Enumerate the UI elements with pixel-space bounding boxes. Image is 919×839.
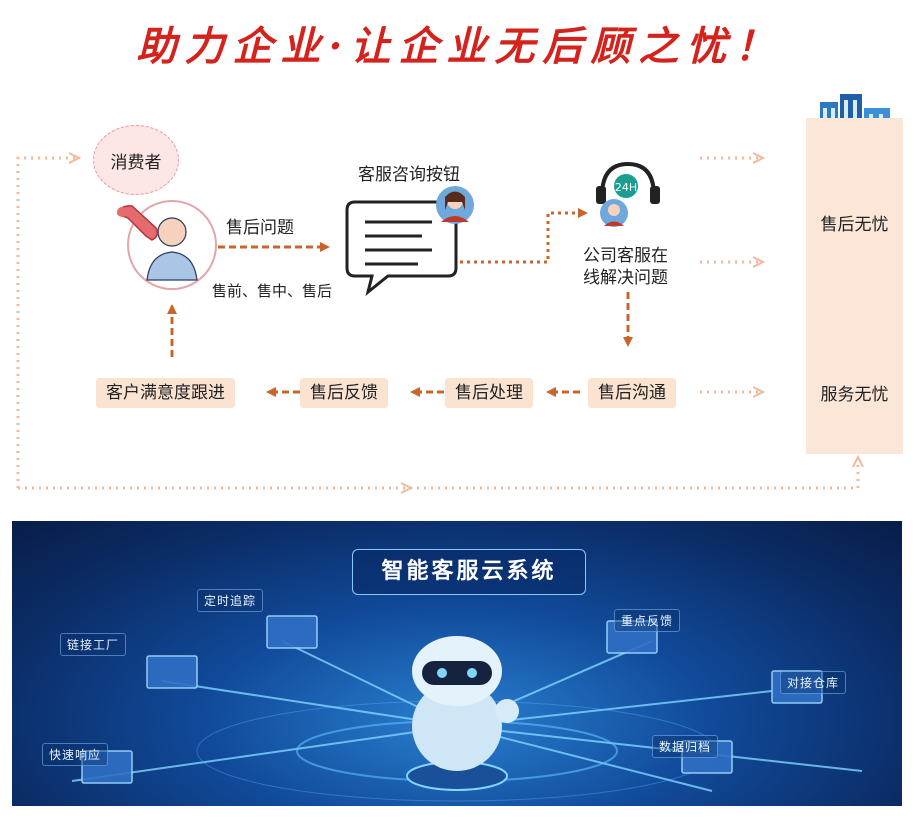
outer-loop-left [16,158,78,488]
panel-label-service: 服务无忧 [820,385,889,405]
laptop-icon [81,615,823,784]
tag-key-feedback: 重点反馈 [614,609,681,632]
consumer-label: 消费者 [110,153,162,173]
page-title: 助力企业·让企业无后顾之忧！ [136,23,783,70]
tag-quick-response: 快速响应 [42,743,109,766]
online-support-line2: 线解决问题 [583,268,668,288]
stages-label: 售前、售中、售后 [212,282,333,300]
badge-24h: 24H [615,181,637,194]
banner-title: 智能客服云系统 [352,549,586,595]
agent-avatar-icon [436,186,474,224]
robot-icon [406,636,519,791]
panel-label-after-sales: 售后无忧 [820,215,889,235]
guarantee-panel: 售后无忧 服务无忧 [806,118,903,454]
after-sales-issue-label: 售后问题 [226,218,294,238]
tag-link-factory: 链接工厂 [60,633,127,656]
tag-warehouse-link: 对接仓库 [780,671,847,694]
step-after-sales-communication: 售后沟通 [588,378,676,408]
tag-scheduled-tracking: 定时追踪 [197,589,264,612]
online-support-line1: 公司客服在 [583,246,668,266]
step-after-sales-processing: 售后处理 [445,378,533,408]
consumer-bubble: 消费者 [93,125,179,195]
service-button-label: 客服咨询按钮 [358,165,460,185]
step-satisfaction-followup: 客户满意度跟进 [96,378,235,408]
step-after-sales-feedback: 售后反馈 [300,378,388,408]
banner-graphic [71,615,863,802]
headset-support-icon [596,161,660,227]
phone-icon [117,205,159,241]
flow-diagram: 24H [16,94,890,520]
outer-loop-right [410,458,858,490]
tag-data-archive: 数据归档 [652,735,719,758]
smart-service-banner: 智能客服云系统 定时追踪 链接工厂 快速响应 重点反馈 对接仓库 数据归档 [12,521,902,806]
arrow-button-to-support [460,208,588,264]
